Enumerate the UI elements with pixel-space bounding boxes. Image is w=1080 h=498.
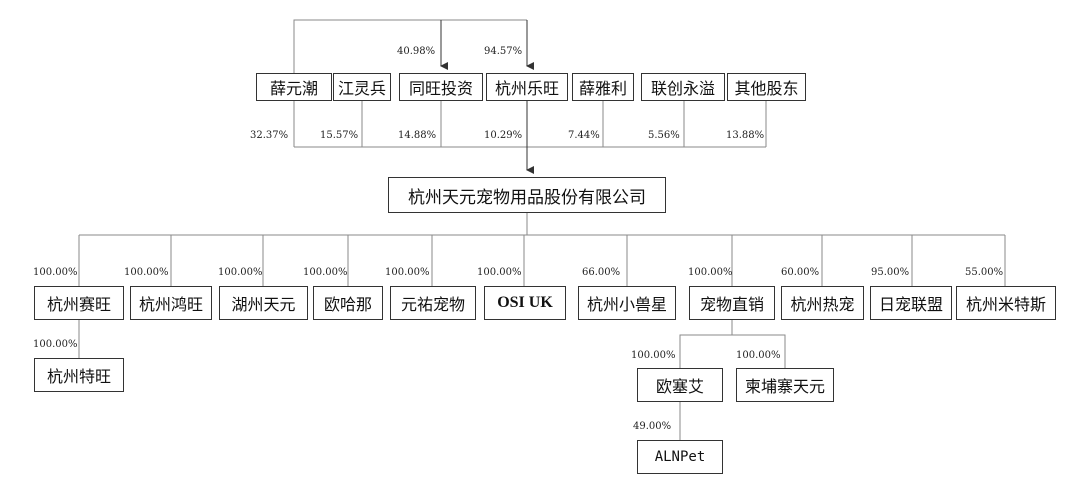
company-main: 杭州天元宠物用品股份有限公司: [388, 177, 666, 213]
stake-label-hangzhou-tewang: 100.00%: [33, 339, 78, 350]
shareholder-jiang-lingbing: 江灵兵: [333, 73, 391, 101]
stake-label-hangzhou-lewang: 10.29%: [484, 130, 523, 141]
subsidiary-hangzhou-rechong: 杭州热宠: [781, 286, 864, 320]
stake-label-huzhou-tianyuan: 100.00%: [218, 267, 263, 278]
subsidiary-huzhou-tianyuan: 湖州天元: [219, 286, 308, 320]
subsidiary-alnpet: ALNPet: [637, 440, 723, 474]
shareholder-tongwang-investment: 同旺投资: [399, 73, 483, 101]
shareholder-other: 其他股东: [727, 73, 806, 101]
stake-label-other-shareholders: 13.88%: [726, 130, 765, 141]
shareholder-xue-yali: 薛雅利: [572, 73, 634, 101]
stake-label-hangzhou-miteshi: 55.00%: [965, 267, 1004, 278]
subsidiary-hangzhou-tewang: 杭州特旺: [34, 358, 124, 392]
subsidiary-hangzhou-xiaoshouxing: 杭州小兽星: [578, 286, 676, 320]
stake-label-jianpuzhai-tianyuan: 100.00%: [736, 350, 781, 361]
shareholder-hangzhou-lewang: 杭州乐旺: [486, 73, 568, 101]
subsidiary-hangzhou-saiwang: 杭州赛旺: [34, 286, 124, 320]
stake-label-tongwang-investment: 14.88%: [398, 130, 437, 141]
subsidiary-pet-direct-sales: 宠物直销: [689, 286, 775, 320]
shareholder-xue-yuanchao: 薛元潮: [256, 73, 332, 101]
stake-label-richong-lianmeng: 95.00%: [871, 267, 910, 278]
stake-label-ouhana: 100.00%: [303, 267, 348, 278]
stake-label-ousaiai: 100.00%: [631, 350, 676, 361]
subsidiary-osi-uk: OSI UK: [484, 286, 566, 320]
subsidiary-hangzhou-hongwang: 杭州鸿旺: [130, 286, 212, 320]
stake-label-alnpet: 49.00%: [633, 421, 672, 432]
subsidiary-jianpuzhai-tianyuan: 柬埔寨天元: [736, 368, 834, 402]
subsidiary-yuanyou-pet: 元祐宠物: [390, 286, 476, 320]
stake-label-hangzhou-xiaoshouxing: 66.00%: [582, 267, 621, 278]
subsidiary-richong-lianmeng: 日宠联盟: [870, 286, 952, 320]
stake-label-hangzhou-hongwang: 100.00%: [124, 267, 169, 278]
stake-label-osi-uk: 100.00%: [477, 267, 522, 278]
subsidiary-ouhana: 欧哈那: [313, 286, 383, 320]
stake-label-jiang-lingbing: 15.57%: [320, 130, 359, 141]
stake-label-pet-direct-sales: 100.00%: [688, 267, 733, 278]
stake-label-lianchuang-yongyi: 5.56%: [648, 130, 680, 141]
stake-label-xue-to-lewang: 94.57%: [484, 46, 523, 57]
subsidiary-ousaiai: 欧塞艾: [637, 368, 723, 402]
stake-label-xue-to-tongwang: 40.98%: [397, 46, 436, 57]
subsidiary-hangzhou-miteshi: 杭州米特斯: [956, 286, 1056, 320]
stake-label-xue-yuanchao: 32.37%: [250, 130, 289, 141]
stake-label-xue-yali: 7.44%: [568, 130, 600, 141]
stake-label-hangzhou-rechong: 60.00%: [781, 267, 820, 278]
stake-label-hangzhou-saiwang: 100.00%: [33, 267, 78, 278]
stake-label-yuanyou-pet: 100.00%: [385, 267, 430, 278]
shareholder-lianchuang-yongyi: 联创永溢: [641, 73, 725, 101]
